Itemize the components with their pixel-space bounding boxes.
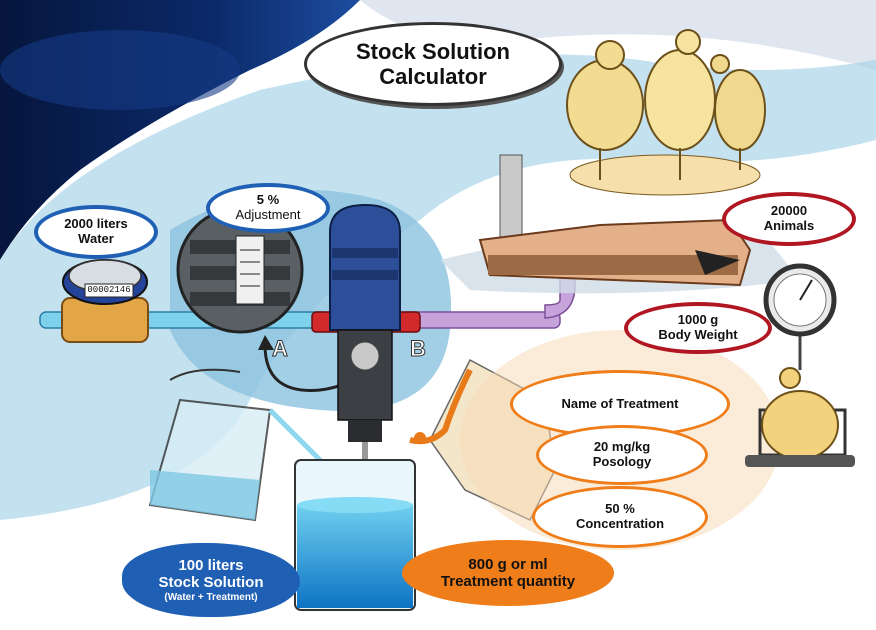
barn	[440, 154, 800, 294]
concentration-label: Concentration	[575, 516, 665, 531]
stock-solution-note: (Water + Treatment)	[164, 591, 258, 603]
adjustment-input[interactable]: 5 % Adjustment	[206, 183, 330, 233]
concentration-value: 50 %	[605, 501, 635, 517]
meter-reading: 00002146	[87, 285, 131, 295]
weighing-scale	[745, 263, 855, 467]
adjustment-label: Adjustment	[235, 207, 301, 222]
adjustment-value: 5 %	[256, 192, 280, 208]
water-input[interactable]: 2000 liters Water	[34, 205, 158, 259]
body-weight-label: Body Weight	[658, 327, 738, 342]
chickens-illustration	[566, 29, 766, 196]
water-meter	[61, 259, 149, 343]
water-label: Water	[78, 231, 114, 246]
page-title: Stock Solution Calculator	[304, 22, 562, 106]
treatment-quantity-value: 800 g or ml	[468, 555, 548, 573]
treatment-quantity-label: Treatment quantity	[440, 573, 576, 590]
posology-label: Posology	[592, 454, 652, 469]
posology-value: 20 mg/kg	[593, 439, 651, 455]
measuring-jug	[148, 368, 332, 522]
treatment-quantity-result: 800 g or ml Treatment quantity	[402, 540, 614, 606]
dosing-pump	[311, 203, 421, 530]
title-line-2: Calculator	[379, 64, 487, 89]
valve-label-b: B	[410, 336, 427, 362]
body-weight-input[interactable]: 1000 g Body Weight	[624, 302, 772, 354]
adjustment-zoom-circle	[176, 206, 304, 334]
body-weight-value: 1000 g	[677, 312, 719, 328]
treatment-name-input[interactable]: Name of Treatment	[510, 370, 730, 438]
posology-input[interactable]: 20 mg/kg Posology	[536, 425, 708, 485]
treatment-name-label: Name of Treatment	[561, 395, 679, 411]
concentration-input[interactable]: 50 % Concentration	[532, 486, 708, 548]
title-line-1: Stock Solution	[356, 38, 510, 64]
animals-label: Animals	[763, 218, 815, 233]
valve-label-a: A	[272, 336, 289, 362]
water-value: 2000 liters	[64, 216, 128, 232]
stock-solution-label: Stock Solution	[158, 574, 264, 592]
stock-beaker	[294, 459, 416, 611]
dark-photo-background	[0, 0, 876, 260]
stock-solution-result: 100 liters Stock Solution (Water + Treat…	[122, 543, 300, 617]
animals-input[interactable]: 20000 Animals	[722, 192, 856, 246]
stock-solution-value: 100 liters	[178, 557, 244, 574]
treated-water-pipe	[399, 269, 576, 329]
animals-value: 20000	[770, 203, 808, 219]
